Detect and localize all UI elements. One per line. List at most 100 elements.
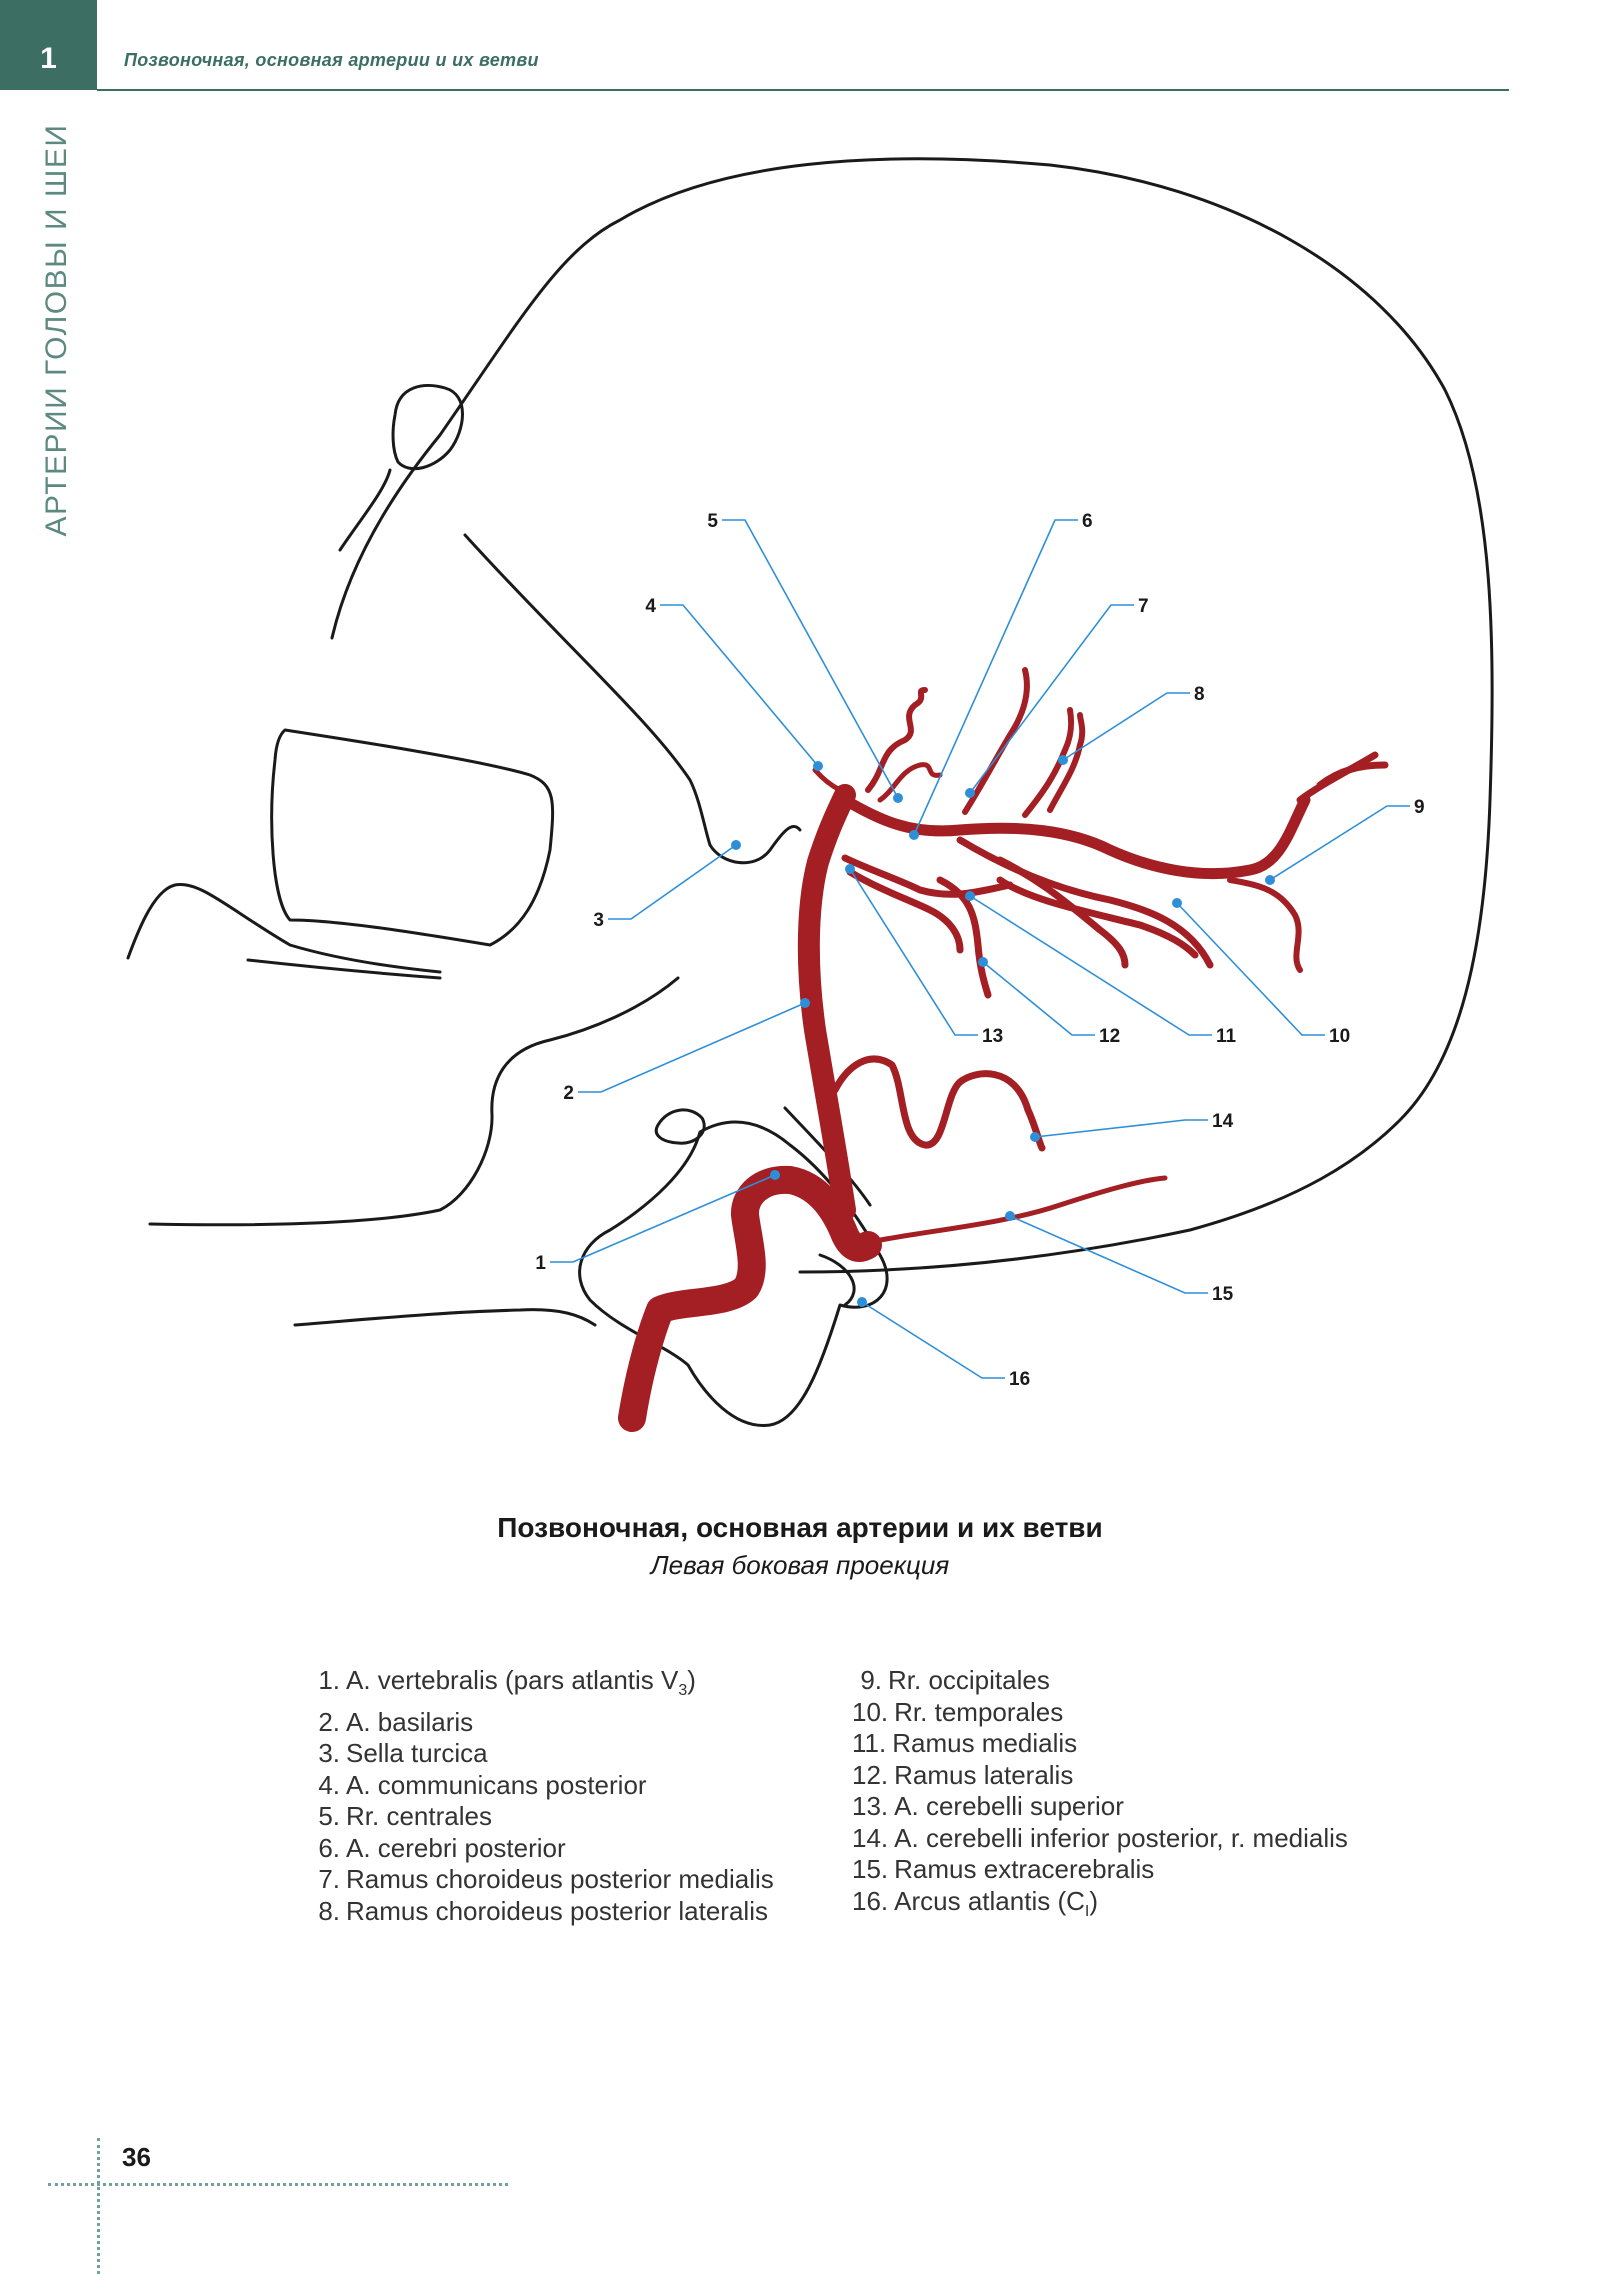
- occipital-branch-lower: [1227, 877, 1303, 973]
- legend-item: 8.Ramus choroideus posterior lateralis: [310, 1896, 774, 1928]
- legend-item: 10.Rr. temporales: [852, 1697, 1348, 1729]
- legend-text: A. communicans posterior: [346, 1769, 647, 1800]
- figure-caption-title: Позвоночная, основная артерии и их ветви: [497, 1512, 1103, 1543]
- posterior-cerebral-artery: [839, 794, 1311, 880]
- legend-item: 1.A. vertebralis (pars atlantis V3): [310, 1665, 774, 1707]
- legend-column-left: 1.A. vertebralis (pars atlantis V3) 2.A.…: [310, 1665, 774, 1928]
- legend-item: 4.A. communicans posterior: [310, 1770, 774, 1802]
- leader-2: [578, 1002, 806, 1093]
- legend-item: 13.A. cerebelli superior: [852, 1791, 1348, 1823]
- leader-6: [913, 519, 1078, 836]
- legend-text: Ramus choroideus posterior medialis: [346, 1864, 774, 1895]
- leader-3: [608, 844, 737, 920]
- basilar-artery: [797, 784, 856, 1221]
- leader-12: [982, 961, 1095, 1036]
- legend-subscript: 3: [678, 1682, 688, 1700]
- leader-14: [1034, 1119, 1208, 1138]
- leader-11: [969, 895, 1212, 1036]
- legend-number: 3.: [318, 1738, 340, 1769]
- dot-2: [800, 998, 810, 1008]
- legend-number: 15.: [852, 1854, 889, 1884]
- legend-number: 13.: [852, 1791, 889, 1821]
- leader-8: [1062, 692, 1190, 761]
- legend-number: 11.: [852, 1728, 887, 1758]
- page-number: 36: [122, 2142, 151, 2172]
- legend-number: 6.: [318, 1832, 340, 1863]
- dot-11: [965, 891, 975, 901]
- cranium-outline: [330, 157, 1494, 1274]
- occipital-base-line: [148, 976, 680, 1227]
- legend-text: Rr. centrales: [346, 1801, 492, 1832]
- maxilla-outline: [270, 728, 555, 947]
- skull-outline: [126, 157, 1494, 1427]
- callout-4: 4: [645, 596, 656, 617]
- vertebral-artery: [618, 1165, 882, 1432]
- legend-text: A. cerebelli inferior posterior, r. medi…: [894, 1822, 1348, 1853]
- callout-8: 8: [1194, 684, 1205, 705]
- dot-16: [857, 1297, 867, 1307]
- dot-4: [813, 761, 823, 771]
- dot-8: [1058, 755, 1068, 765]
- artery-tree: [618, 667, 1389, 1432]
- atlas-inner-outline: [818, 1253, 856, 1307]
- leader-1: [550, 1174, 776, 1263]
- legend-text: A. cerebri posterior: [346, 1832, 566, 1863]
- choroidal-lateral-branch-2: [1047, 712, 1086, 813]
- legend-text: Arcus atlantis (C: [894, 1885, 1085, 1916]
- legend-suffix: ): [1089, 1885, 1099, 1916]
- callout-14: 14: [1212, 1111, 1234, 1132]
- callout-1: 1: [535, 1253, 546, 1274]
- legend-number: 1.: [318, 1665, 340, 1695]
- legend-item: 3.Sella turcica: [310, 1738, 774, 1770]
- callout-2: 2: [563, 1083, 574, 1104]
- orbit-roof-line: [338, 468, 392, 552]
- chapter-tab: [0, 0, 97, 90]
- legend-item: 9.Rr. occipitales: [852, 1665, 1348, 1697]
- choroidal-medial-branch: [962, 667, 1030, 815]
- leader-16: [861, 1301, 1005, 1379]
- legend-number: 10.: [852, 1696, 889, 1727]
- chapter-number: 1: [40, 42, 57, 75]
- extracerebral-branch: [867, 1175, 1168, 1245]
- central-branch-loop: [877, 762, 943, 803]
- header-rule: [97, 89, 1509, 91]
- legend-text: Rr. temporales: [894, 1696, 1064, 1727]
- legend-number: 14.: [852, 1822, 889, 1853]
- legend-column-right: 9.Rr. occipitales 10.Rr. temporales 11.R…: [852, 1665, 1348, 1927]
- cervical-line: [293, 1308, 597, 1327]
- leader-13: [849, 868, 978, 1036]
- dot-15: [1005, 1211, 1015, 1221]
- legend-number: 8.: [318, 1895, 340, 1926]
- callout-3: 3: [593, 910, 604, 931]
- leader-15: [1009, 1215, 1208, 1294]
- legend-item: 15.Ramus extracerebralis: [852, 1854, 1348, 1886]
- legend-number: 5.: [318, 1801, 340, 1832]
- dot-6: [909, 830, 919, 840]
- dot-5: [893, 793, 903, 803]
- legend-text: Ramus lateralis: [894, 1759, 1074, 1790]
- dot-1: [770, 1170, 780, 1180]
- mandible-outline: [126, 882, 442, 974]
- legend-item: 7.Ramus choroideus posterior medialis: [310, 1864, 774, 1896]
- legend-text: A. cerebelli superior: [894, 1791, 1124, 1821]
- callout-12: 12: [1099, 1026, 1120, 1047]
- legend-text: A. basilaris: [346, 1706, 474, 1737]
- legend-number: 2.: [318, 1706, 340, 1737]
- legend-number: 12.: [852, 1759, 889, 1790]
- legend-text: Ramus extracerebralis: [894, 1854, 1155, 1884]
- footer-dotted-margin: [97, 2138, 100, 2274]
- callout-9: 9: [1414, 797, 1425, 818]
- dot-9: [1265, 875, 1275, 885]
- legend-item: 6.A. cerebri posterior: [310, 1833, 774, 1865]
- callout-leaders: [550, 519, 1410, 1379]
- superior-cerebellar-branch: [846, 868, 964, 954]
- legend-text: Ramus medialis: [892, 1728, 1078, 1758]
- dot-13: [845, 864, 855, 874]
- legend-item: 2.A. basilaris: [310, 1707, 774, 1739]
- leader-10: [1176, 902, 1325, 1036]
- legend-item: 11.Ramus medialis: [852, 1728, 1348, 1760]
- legend-number: 16.: [852, 1885, 889, 1916]
- occipital-branch-tip: [1316, 761, 1389, 789]
- choroidal-lateral-branch: [1022, 707, 1075, 818]
